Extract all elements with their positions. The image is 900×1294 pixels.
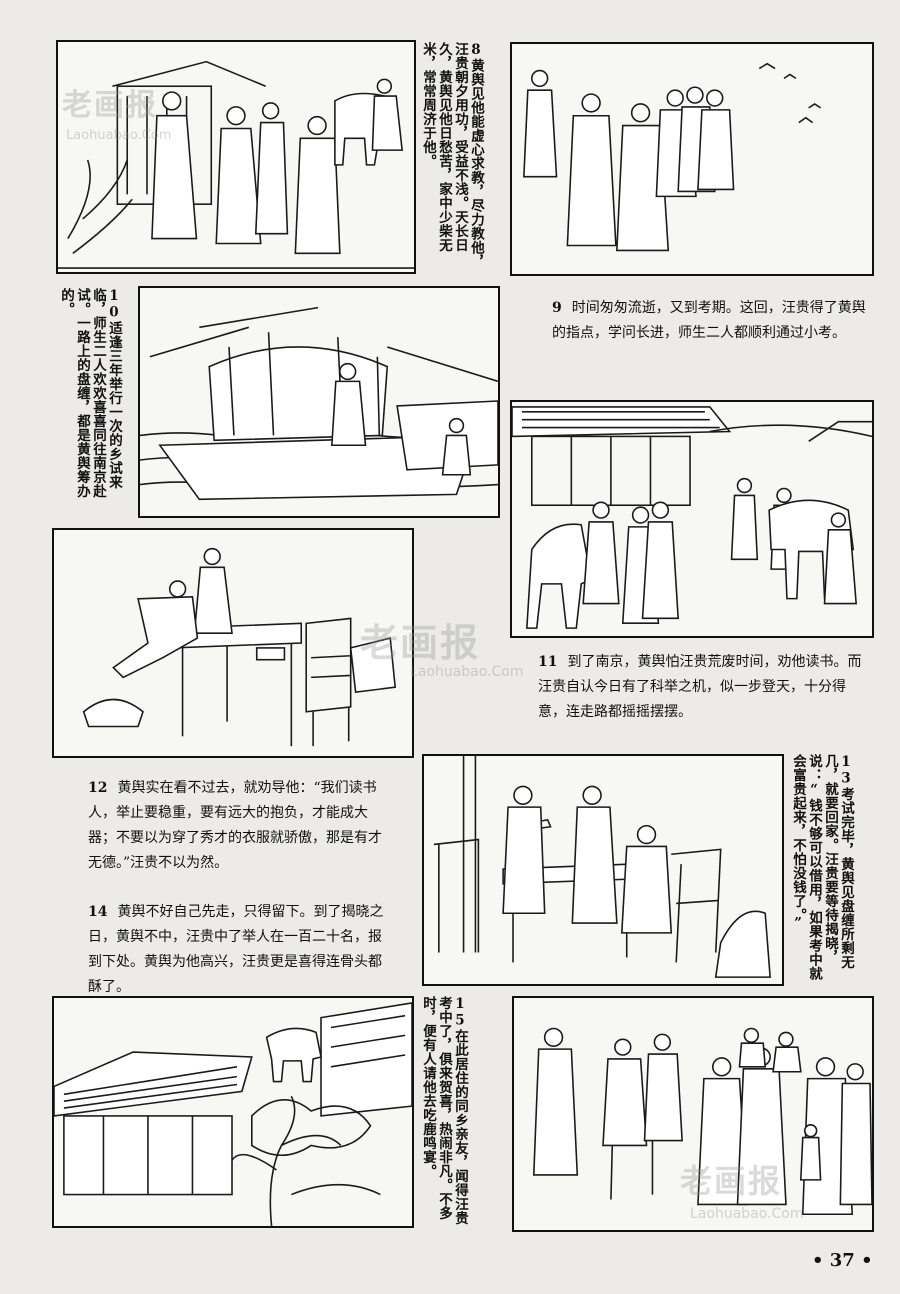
panel-11-illustration <box>510 400 874 638</box>
caption-11-text: 到了南京，黄舆怕汪贵荒废时间，劝他读书。而汪贵自认今日有了科举之机，似一步登天，… <box>538 654 862 720</box>
panel-8-illustration <box>510 42 874 276</box>
caption-15: 15在此居住的同乡亲友，闻得汪贵考中了，俱来贺喜，热闹非凡。不多时，便有人请他去… <box>420 996 468 1232</box>
watermark-url-top: Laohuabao.Com <box>66 128 172 143</box>
caption-13: 13考试完毕，黄舆见盘缠所剩无几，就要回家。汪贵要等待揭晓，说：“钱不够可以借用… <box>790 754 854 988</box>
caption-12-number: 12 <box>88 780 108 796</box>
watermark-url-bottom: Laohuabao.Com <box>690 1206 804 1222</box>
page-number: • 37 • <box>812 1250 873 1271</box>
watermark-url-middle: Laohuabao.Com <box>410 664 524 680</box>
watermark-logo-top: 老画报 <box>62 88 158 123</box>
panel-7-illustration <box>56 40 416 274</box>
panel-15-illustration <box>512 996 874 1232</box>
caption-14-number: 14 <box>88 904 108 920</box>
panel-14-illustration <box>52 996 414 1228</box>
caption-15-number: 15 <box>452 996 468 1029</box>
caption-9-number: 9 <box>552 300 562 316</box>
caption-10-text: 适逢三年举行一次的乡试来临，师生二人欢欢喜喜同往南京赴试。一路上的盘缠，都是黄舆… <box>58 288 122 498</box>
caption-13-number: 13 <box>838 754 854 787</box>
panel-13-illustration <box>422 754 784 986</box>
caption-9-text: 时间匆匆流逝，又到考期。这回，汪贵得了黄舆的指点，学问长进，师生二人都顺利通过小… <box>552 300 866 341</box>
watermark-logo-middle: 老画报 <box>360 621 481 665</box>
caption-15-text: 在此居住的同乡亲友，闻得汪贵考中了，俱来贺喜，热闹非凡。不多时，便有人请他去吃鹿… <box>420 996 468 1225</box>
panel-10-illustration <box>138 286 500 518</box>
panel-12-illustration <box>52 528 414 758</box>
watermark-logo-bottom: 老画报 <box>680 1162 783 1200</box>
caption-8-text: 黄舆见他能虚心求教，尽力教他，汪贵朝夕用功，受益不浅。天长日久，黄舆见他日愁苦，… <box>420 42 484 269</box>
caption-11-number: 11 <box>538 654 558 670</box>
caption-10-number: 10 <box>106 288 122 321</box>
caption-8-number: 8 <box>468 42 484 59</box>
caption-13-text: 考试完毕，黄舆见盘缠所剩无几，就要回家。汪贵要等待揭晓，说：“钱不够可以借用，如… <box>790 754 854 981</box>
caption-14-text: 黄舆不好自己先走，只得留下。到了揭晓之日，黄舆不中，汪贵中了举人在一百二十名，报… <box>88 904 384 995</box>
caption-8: 8黄舆见他能虚心求教，尽力教他，汪贵朝夕用功，受益不浅。天长日久，黄舆见他日愁苦… <box>420 42 484 274</box>
caption-12-text: 黄舆实在看不过去，就劝导他：“我们读书人，举止要稳重，要有远大的抱负，才能成大器… <box>88 780 382 871</box>
caption-10: 10适逢三年举行一次的乡试来临，师生二人欢欢喜喜同往南京赴试。一路上的盘缠，都是… <box>58 288 122 514</box>
